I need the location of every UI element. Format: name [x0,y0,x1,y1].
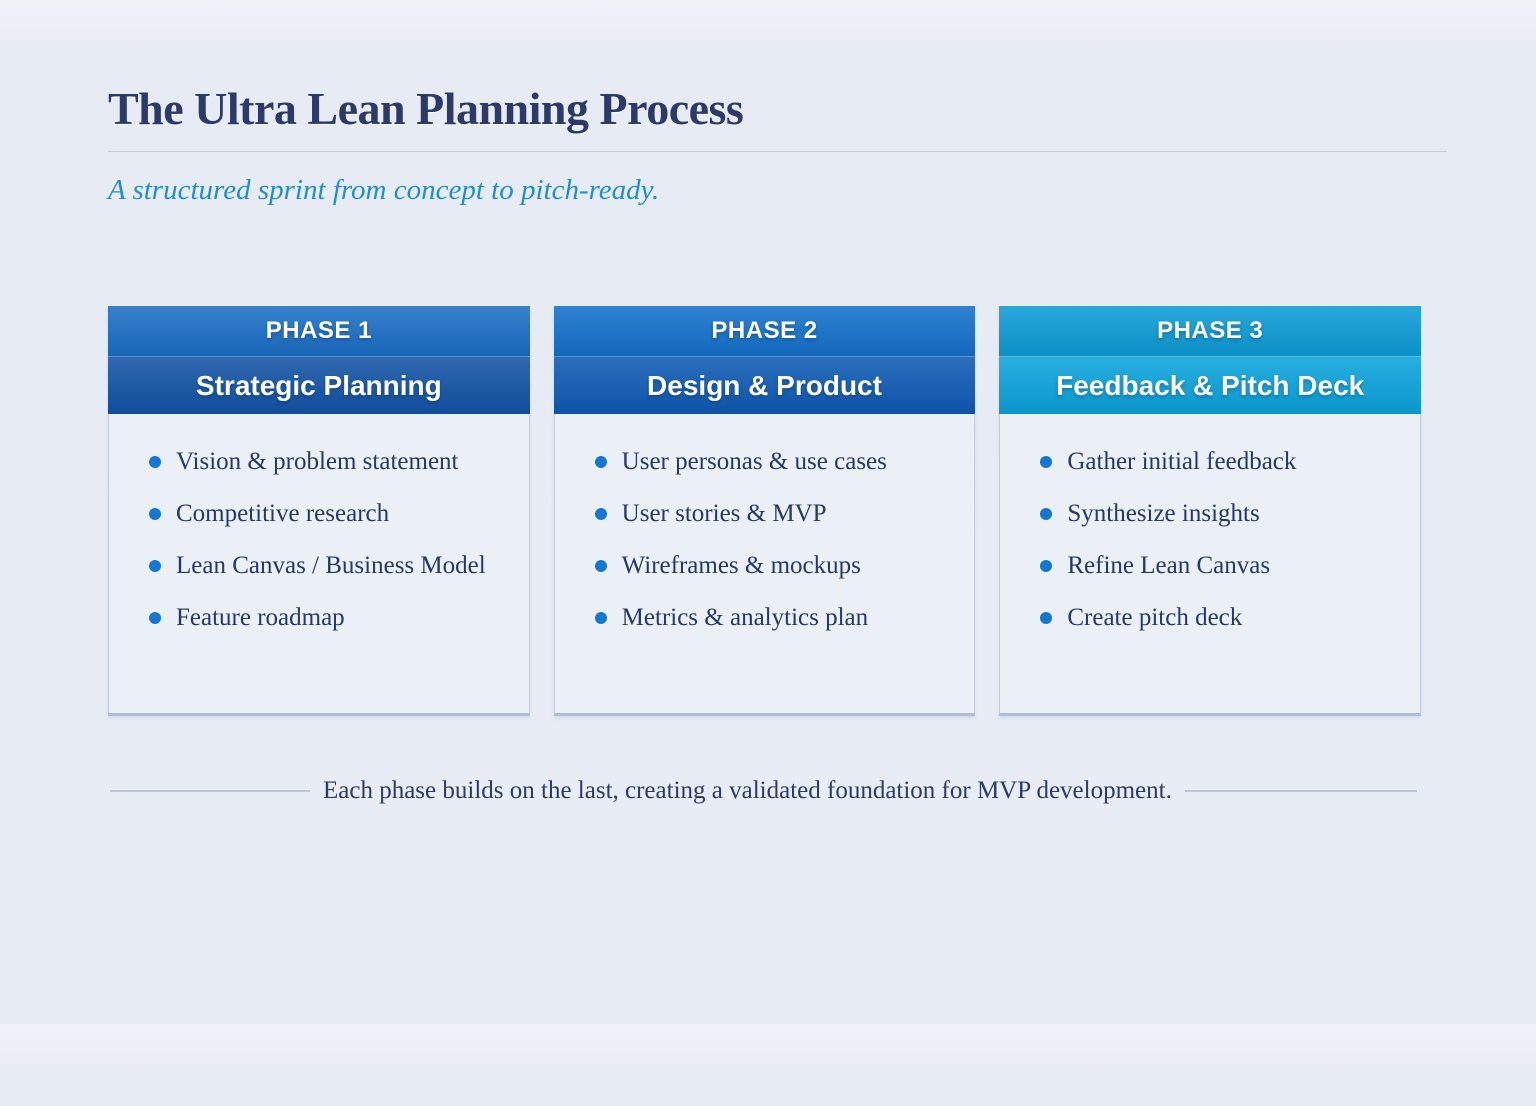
bullet-icon [149,560,161,572]
list-item: Refine Lean Canvas [1040,540,1404,592]
bullet-icon [149,456,161,468]
list-item: Gather initial feedback [1040,436,1404,488]
bullet-icon [594,560,607,572]
footer-line-right [1184,790,1417,792]
item-label: Lean Canvas / Business Model [176,552,486,579]
bullet-icon [149,612,161,624]
bullet-icon [1040,560,1053,572]
list-item: Create pitch deck [1040,592,1404,644]
item-label: Wireframes & mockups [621,552,861,579]
phase-2-title: Design & Product [553,356,976,414]
item-label: Create pitch deck [1067,604,1243,631]
item-label: Refine Lean Canvas [1067,552,1271,579]
bullet-icon [149,508,161,520]
title-divider [108,151,1447,152]
phase-2-label: PHASE 2 [553,306,976,356]
list-item: Feature roadmap [149,592,513,644]
bullet-icon [594,612,607,624]
page-subtitle: A structured sprint from concept to pitc… [108,174,660,206]
bullet-icon [1040,456,1053,468]
page-title: The Ultra Lean Planning Process [108,83,744,134]
phase-1-item-list: Vision & problem statement Competitive r… [109,414,529,644]
list-item: Lean Canvas / Business Model [149,540,513,592]
phase-1-title: Strategic Planning [108,356,530,414]
list-item: Wireframes & mockups [594,540,959,592]
list-item: User personas & use cases [594,436,959,488]
item-label: Metrics & analytics plan [621,604,869,631]
phase-card-2: PHASE 2 Design & Product User personas &… [553,306,976,716]
bullet-icon [1040,508,1053,520]
list-item: Competitive research [149,488,513,540]
list-item: Vision & problem statement [149,436,513,488]
item-label: Vision & problem statement [176,448,459,475]
phase-3-item-list: Gather initial feedback Synthesize insig… [1000,414,1420,644]
item-label: Synthesize insights [1067,500,1260,527]
item-label: User stories & MVP [621,500,827,527]
phase-3-label: PHASE 3 [999,306,1422,356]
page-header: The Ultra Lean Planning Process A struct… [108,82,1447,207]
list-item: User stories & MVP [594,488,959,540]
phase-3-title: Feedback & Pitch Deck [999,356,1422,414]
list-item: Synthesize insights [1040,488,1404,540]
item-label: User personas & use cases [621,448,887,475]
bullet-icon [594,508,607,520]
phase-cards-row: PHASE 1 Strategic Planning Vision & prob… [108,306,1422,716]
phase-card-1: PHASE 1 Strategic Planning Vision & prob… [108,306,530,716]
footer-note: Each phase builds on the last, creating … [323,777,1172,804]
phase-card-3: PHASE 3 Feedback & Pitch Deck Gather ini… [999,306,1422,716]
item-label: Competitive research [176,500,390,527]
list-item: Metrics & analytics plan [594,592,959,644]
phase-1-label: PHASE 1 [108,306,530,356]
bullet-icon [1040,612,1053,624]
footer-note-row: Each phase builds on the last, creating … [110,777,1417,805]
bullet-icon [594,456,607,468]
footer-line-left [110,790,310,792]
item-label: Feature roadmap [176,604,345,631]
phase-2-item-list: User personas & use cases User stories &… [555,414,975,644]
item-label: Gather initial feedback [1067,448,1297,475]
